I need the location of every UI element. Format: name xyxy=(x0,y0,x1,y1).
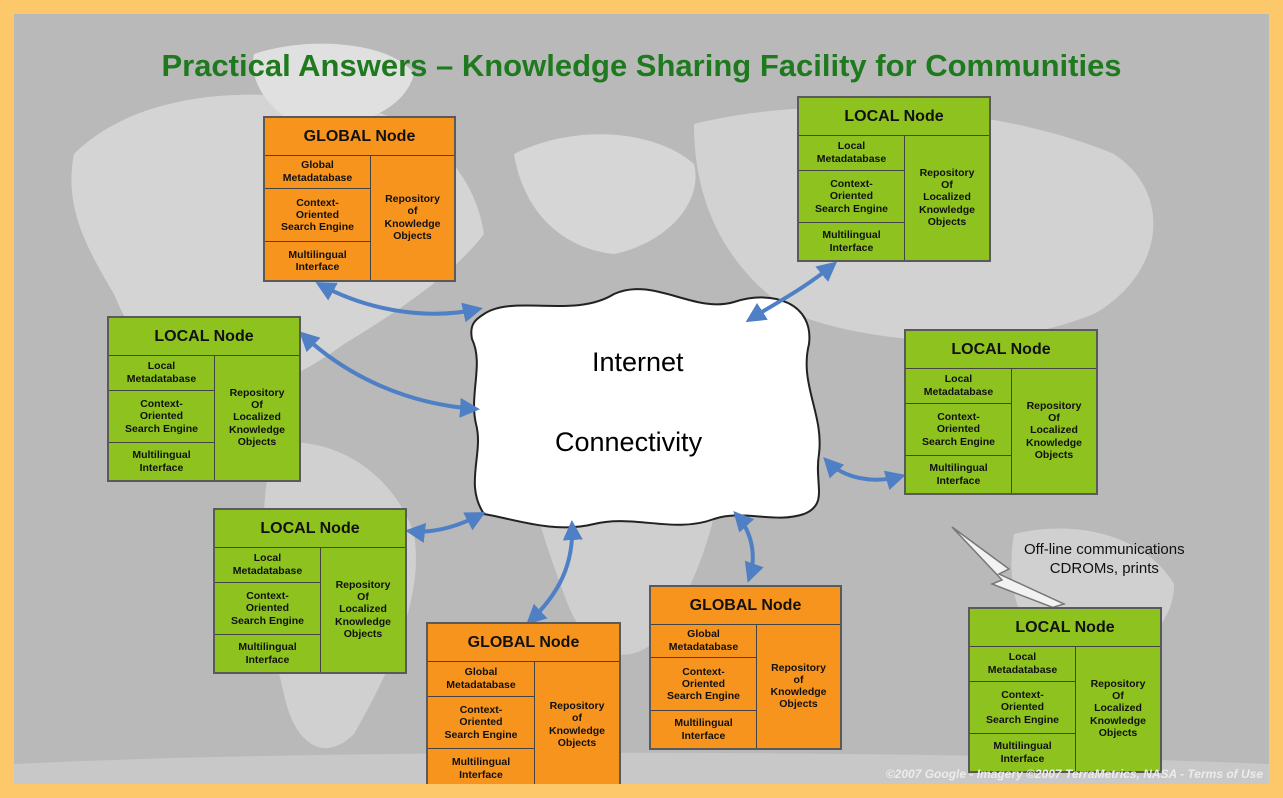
local-metadatabase-cell: Local Metadatabase xyxy=(799,135,905,171)
node-title: LOCAL Node xyxy=(799,98,989,136)
node-title: LOCAL Node xyxy=(109,318,299,356)
internet-label: Internet xyxy=(592,347,684,377)
repository-cell: Repository of Knowledge Objects xyxy=(548,700,605,749)
repository-cell: Repository Of Localized Knowledge Object… xyxy=(1025,400,1082,461)
local-node-top-right: LOCAL Node Local Metadatabase Context- O… xyxy=(797,96,991,262)
global-metadatabase-cell: Global Metadatabase xyxy=(428,661,535,697)
multilingual-interface-cell: Multilingual Interface xyxy=(109,443,215,480)
multilingual-interface-cell: Multilingual Interface xyxy=(265,242,371,280)
arrow-global-top-left xyxy=(315,282,483,323)
repository-cell: Repository Of Localized Knowledge Object… xyxy=(228,387,285,448)
internet-cloud xyxy=(470,288,821,529)
search-engine-cell: Context- Oriented Search Engine xyxy=(428,697,535,749)
local-metadatabase-cell: Local Metadatabase xyxy=(970,646,1076,682)
global-metadatabase-cell: Global Metadatabase xyxy=(651,624,757,658)
multilingual-interface-cell: Multilingual Interface xyxy=(651,711,757,748)
page-title: Practical Answers – Knowledge Sharing Fa… xyxy=(161,48,1122,83)
node-title: LOCAL Node xyxy=(215,510,405,548)
repository-cell: Repository Of Localized Knowledge Object… xyxy=(1089,678,1146,739)
connectivity-label: Connectivity xyxy=(555,427,703,457)
global-node-top-left: GLOBAL Node Global Metadatabase Context-… xyxy=(263,116,456,282)
local-node-bottom-right: LOCAL Node Local Metadatabase Context- O… xyxy=(968,607,1162,773)
search-engine-cell: Context- Oriented Search Engine xyxy=(799,171,905,223)
repository-cell: Repository Of Localized Knowledge Object… xyxy=(918,167,975,228)
arrow-global-bottom-center xyxy=(526,520,583,625)
search-engine-cell: Context- Oriented Search Engine xyxy=(109,391,215,443)
slide: Practical Answers – Knowledge Sharing Fa… xyxy=(14,14,1269,784)
connection-arrows xyxy=(299,261,1067,625)
arrow-local-right xyxy=(823,457,906,491)
arrow-local-bottom-left xyxy=(405,512,486,543)
local-metadatabase-cell: Local Metadatabase xyxy=(215,547,321,583)
arrow-global-bottom-middle xyxy=(733,511,764,583)
repository-cell: Repository of Knowledge Objects xyxy=(384,193,441,242)
multilingual-interface-cell: Multilingual Interface xyxy=(906,456,1012,493)
global-node-bottom-middle: GLOBAL Node Global Metadatabase Context-… xyxy=(649,585,842,750)
search-engine-cell: Context- Oriented Search Engine xyxy=(651,658,757,711)
search-engine-cell: Context- Oriented Search Engine xyxy=(215,583,321,635)
node-title: GLOBAL Node xyxy=(651,587,840,625)
offline-note-line1: Off-line communications xyxy=(1024,541,1185,558)
multilingual-interface-cell: Multilingual Interface xyxy=(428,749,535,784)
global-node-bottom-center: GLOBAL Node Global Metadatabase Context-… xyxy=(426,622,621,784)
arrow-local-left xyxy=(299,331,480,418)
global-metadatabase-cell: Global Metadatabase xyxy=(265,155,371,189)
node-title: LOCAL Node xyxy=(970,609,1160,647)
local-metadatabase-cell: Local Metadatabase xyxy=(109,355,215,391)
repository-cell: Repository Of Localized Knowledge Object… xyxy=(334,579,391,640)
local-metadatabase-cell: Local Metadatabase xyxy=(906,368,1012,404)
offline-note: Off-line communications CDROMs, prints xyxy=(1024,541,1185,579)
repository-cell: Repository of Knowledge Objects xyxy=(770,661,827,711)
local-node-left: LOCAL Node Local Metadatabase Context- O… xyxy=(107,316,301,482)
multilingual-interface-cell: Multilingual Interface xyxy=(970,734,1076,771)
multilingual-interface-cell: Multilingual Interface xyxy=(215,635,321,672)
local-node-bottom-left: LOCAL Node Local Metadatabase Context- O… xyxy=(213,508,407,674)
search-engine-cell: Context- Oriented Search Engine xyxy=(906,404,1012,456)
map-copyright[interactable]: ©2007 Google - Imagery ©2007 TerraMetric… xyxy=(885,767,1263,781)
local-node-right: LOCAL Node Local Metadatabase Context- O… xyxy=(904,329,1098,495)
offline-note-line2: CDROMs, prints xyxy=(1049,559,1159,577)
node-title: GLOBAL Node xyxy=(428,624,619,662)
multilingual-interface-cell: Multilingual Interface xyxy=(799,223,905,260)
node-title: LOCAL Node xyxy=(906,331,1096,369)
arrow-local-top-right xyxy=(745,261,838,323)
search-engine-cell: Context- Oriented Search Engine xyxy=(970,682,1076,734)
node-title: GLOBAL Node xyxy=(265,118,454,156)
search-engine-cell: Context- Oriented Search Engine xyxy=(265,189,371,242)
